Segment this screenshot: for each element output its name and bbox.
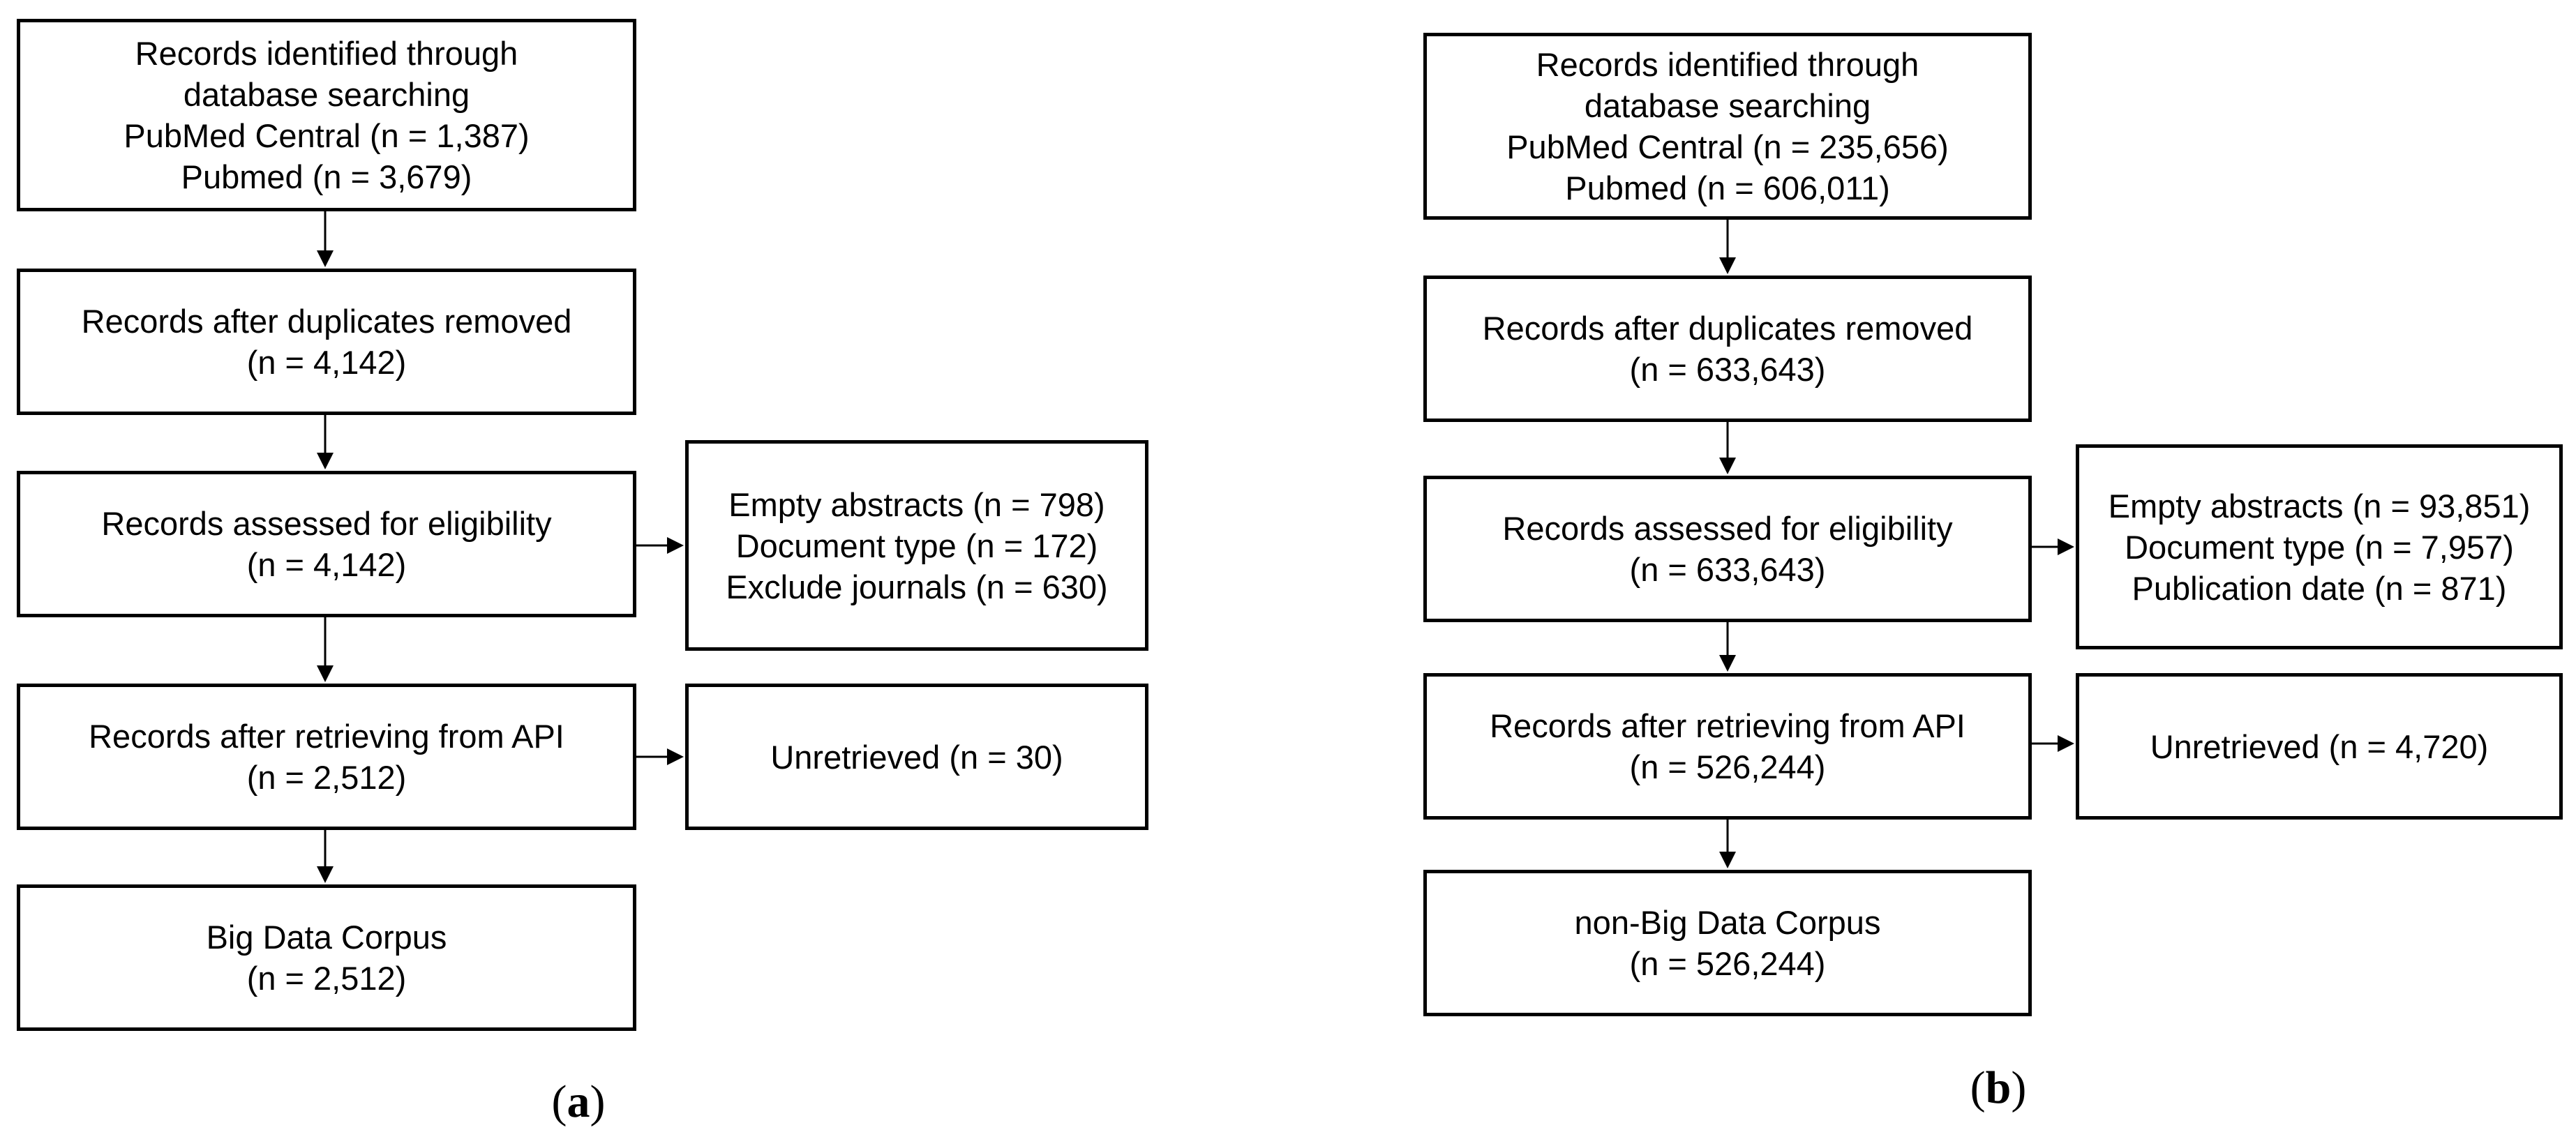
b-corpus-box: non-Big Data Corpus (n = 526,244) — [1423, 870, 2032, 1016]
b-panel-caption: (b) — [1970, 1062, 2027, 1113]
b-excluded-box: Empty abstracts (n = 93,851) Document ty… — [2076, 444, 2563, 649]
b-deduplicated-line-1: Records after duplicates removed — [1482, 310, 1973, 347]
b-identified-line-2: database searching — [1584, 87, 1871, 124]
a-identified-line-3: PubMed Central (n = 1,387) — [123, 117, 530, 154]
a-corpus-line-2: (n = 2,512) — [246, 960, 407, 997]
b-identified-line-1: Records identified through — [1536, 46, 1919, 83]
a-excluded-line-2: Document type (n = 172) — [735, 527, 1098, 564]
b-deduplicated-line-2: (n = 633,643) — [1629, 351, 1826, 388]
b-retrieved-line-2: (n = 526,244) — [1629, 748, 1826, 785]
a-deduplicated-box: Records after duplicates removed (n = 4,… — [17, 269, 636, 415]
a-identified-line-4: Pubmed (n = 3,679) — [181, 158, 472, 195]
b-retrieved-box: Records after retrieving from API (n = 5… — [1423, 673, 2032, 820]
b-panel-label: b — [1985, 1062, 2012, 1113]
a-excluded-box: Empty abstracts (n = 798) Document type … — [685, 440, 1148, 651]
a-excluded-line-1: Empty abstracts (n = 798) — [728, 485, 1105, 523]
b-corpus-line-1: non-Big Data Corpus — [1574, 904, 1881, 941]
a-deduplicated-line-1: Records after duplicates removed — [81, 303, 572, 340]
b-assessed-line-2: (n = 633,643) — [1629, 551, 1826, 588]
b-assessed-box: Records assessed for eligibility (n = 63… — [1423, 476, 2032, 622]
a-deduplicated-line-2: (n = 4,142) — [246, 344, 407, 381]
a-identified-line-2: database searching — [183, 76, 470, 113]
a-assessed-box: Records assessed for eligibility (n = 4,… — [17, 471, 636, 617]
a-retrieved-line-1: Records after retrieving from API — [89, 718, 564, 755]
a-corpus-box: Big Data Corpus (n = 2,512) — [17, 884, 636, 1031]
a-panel-caption: (a) — [551, 1076, 606, 1127]
a-retrieved-box: Records after retrieving from API (n = 2… — [17, 684, 636, 830]
b-identified-box: Records identified through database sear… — [1423, 33, 2032, 220]
a-identified-line-1: Records identified through — [135, 35, 518, 72]
b-excluded-line-3: Publication date (n = 871) — [2132, 569, 2507, 607]
a-assessed-line-1: Records assessed for eligibility — [101, 505, 552, 542]
a-retrieved-line-2: (n = 2,512) — [246, 759, 407, 796]
b-retrieved-line-1: Records after retrieving from API — [1490, 707, 1965, 744]
a-assessed-line-2: (n = 4,142) — [246, 546, 407, 583]
b-deduplicated-box: Records after duplicates removed (n = 63… — [1423, 276, 2032, 422]
a-unretrieved-line-1: Unretrieved (n = 30) — [770, 738, 1063, 776]
b-unretrieved-line-1: Unretrieved (n = 4,720) — [2150, 727, 2489, 765]
b-corpus-line-2: (n = 526,244) — [1629, 945, 1826, 982]
b-identified-line-4: Pubmed (n = 606,011) — [1565, 169, 1890, 206]
a-panel-label: a — [567, 1076, 590, 1127]
b-identified-line-3: PubMed Central (n = 235,656) — [1506, 128, 1949, 165]
a-identified-box: Records identified through database sear… — [17, 19, 636, 211]
a-unretrieved-box: Unretrieved (n = 30) — [685, 684, 1148, 830]
b-unretrieved-box: Unretrieved (n = 4,720) — [2076, 673, 2563, 820]
b-excluded-line-1: Empty abstracts (n = 93,851) — [2108, 487, 2531, 525]
a-excluded-line-3: Exclude journals (n = 630) — [726, 568, 1108, 605]
b-excluded-line-2: Document type (n = 7,957) — [2125, 528, 2514, 566]
b-assessed-line-1: Records assessed for eligibility — [1502, 510, 1953, 547]
a-corpus-line-1: Big Data Corpus — [206, 919, 447, 956]
